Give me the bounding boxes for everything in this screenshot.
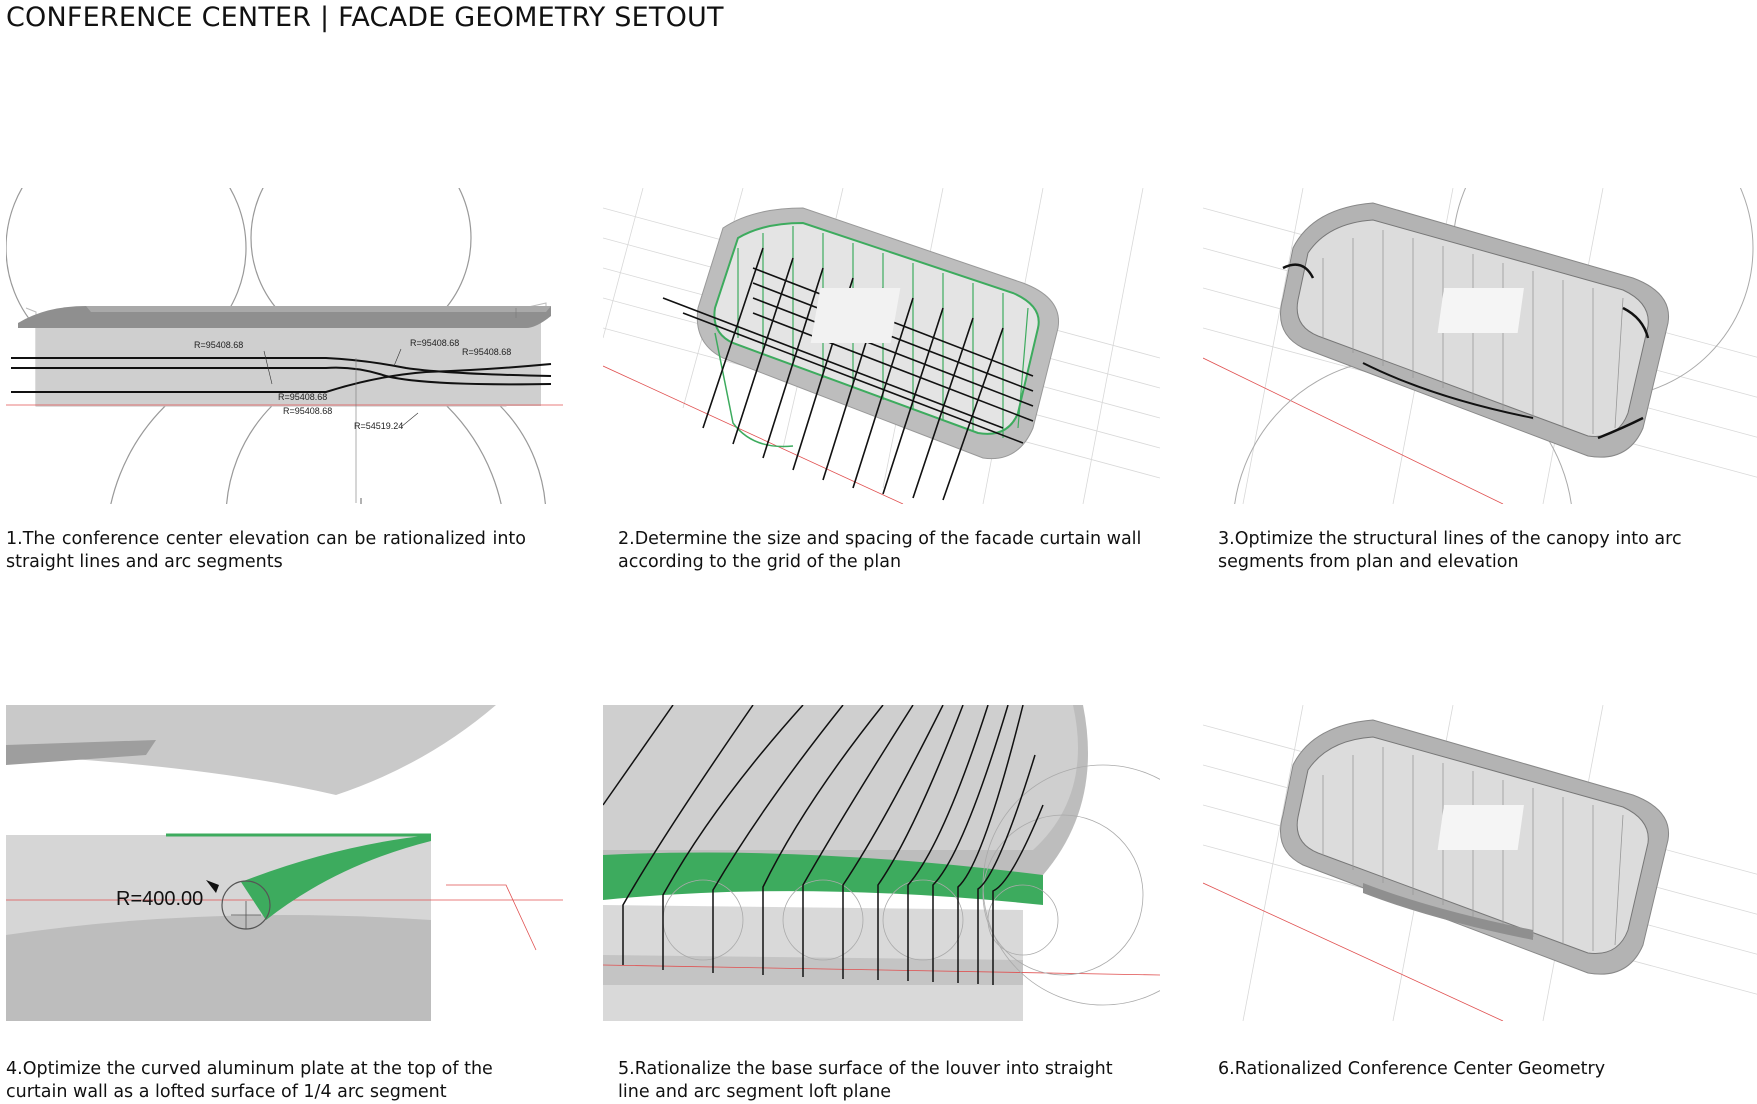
caption-1: 1.The conference center elevation can be… xyxy=(6,529,526,572)
radius-label: R=400.00 xyxy=(116,888,203,910)
dim-label-6: R=54519.24 xyxy=(354,421,403,431)
dim-label-2: R=95408.68 xyxy=(410,338,459,348)
caption-3: 3.Optimize the structural lines of the c… xyxy=(1218,529,1682,572)
page-title: CONFERENCE CENTER | FACADE GEOMETRY SETO… xyxy=(6,2,724,33)
panel-4-aluminum-plate-diagram: R=400.00 xyxy=(6,705,563,1021)
caption-4: 4.Optimize the curved aluminum plate at … xyxy=(6,1059,493,1102)
dim-label-3: R=95408.68 xyxy=(462,347,511,357)
dim-label-4: R=95408.68 xyxy=(278,392,327,402)
panel-3-canopy-structure-diagram xyxy=(1203,188,1757,504)
panel-1-elevation-diagram: R=95408.68 R=95408.68 R=95408.68 R=95408… xyxy=(6,188,563,504)
dim-label-5: R=95408.68 xyxy=(283,406,332,416)
caption-5: 5.Rationalize the base surface of the lo… xyxy=(618,1059,1113,1102)
panel-5-louver-diagram xyxy=(603,705,1160,1021)
panel-2-curtain-wall-diagram xyxy=(603,188,1160,504)
dim-label-1: R=95408.68 xyxy=(194,340,243,350)
panel-6-rationalized-geometry xyxy=(1203,705,1757,1021)
caption-6: 6.Rationalized Conference Center Geometr… xyxy=(1218,1059,1606,1079)
caption-2: 2.Determine the size and spacing of the … xyxy=(618,529,1142,572)
